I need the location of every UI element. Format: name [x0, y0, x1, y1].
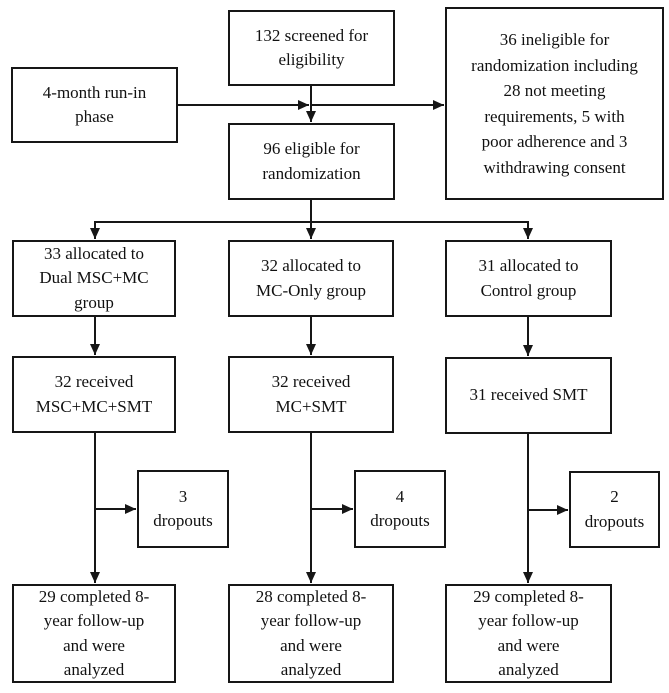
node-screened: 132 screened for eligibility [228, 10, 395, 86]
node-eligible: 96 eligible for randomization [228, 123, 395, 200]
node-completed-dual: 29 completed 8- year follow-up and were … [12, 584, 176, 683]
node-received-smt: 31 received SMT [445, 357, 612, 434]
node-completed-control: 29 completed 8- year follow-up and were … [445, 584, 612, 683]
node-dropouts-control: 2 dropouts [569, 471, 660, 548]
node-completed-mc-only: 28 completed 8- year follow-up and were … [228, 584, 394, 683]
node-run-in-phase: 4-month run-in phase [11, 67, 178, 143]
node-allocated-mc-only: 32 allocated to MC-Only group [228, 240, 394, 317]
node-dropouts-mc-only: 4 dropouts [354, 470, 446, 548]
node-ineligible: 36 ineligible for randomization includin… [445, 7, 664, 200]
node-allocated-dual-msc-mc: 33 allocated to Dual MSC+MC group [12, 240, 176, 317]
node-received-msc-mc-smt: 32 received MSC+MC+SMT [12, 356, 176, 433]
node-allocated-control: 31 allocated to Control group [445, 240, 612, 317]
node-received-mc-smt: 32 received MC+SMT [228, 356, 394, 433]
node-dropouts-dual: 3 dropouts [137, 470, 229, 548]
